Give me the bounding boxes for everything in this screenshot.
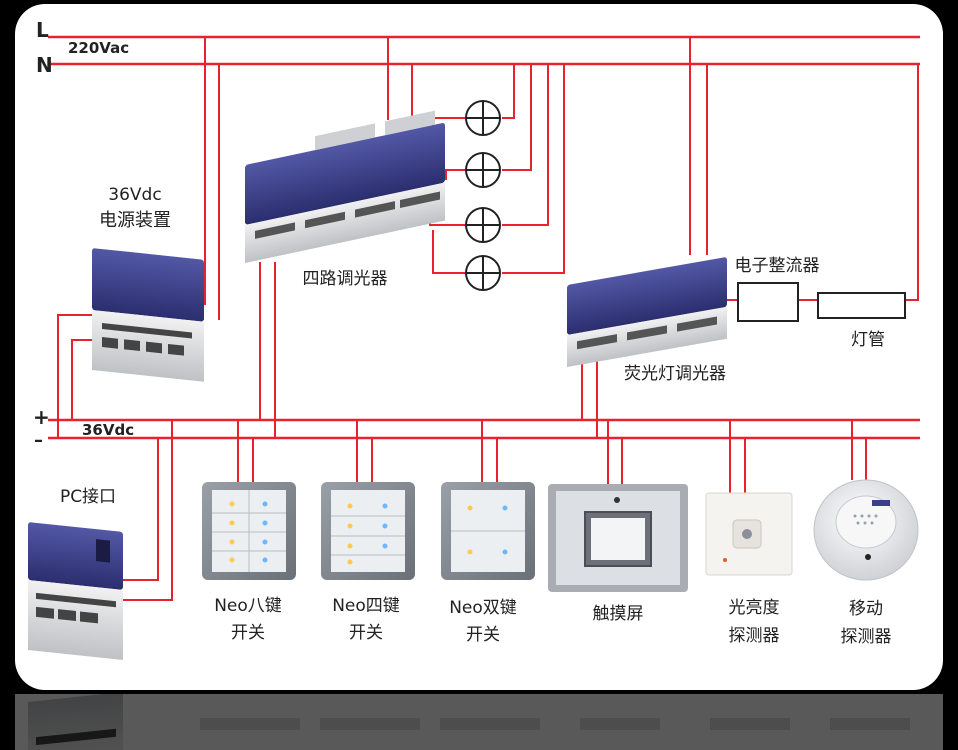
motion-detector-device (813, 479, 919, 581)
dc-minus-label: – (34, 430, 43, 451)
touch-screen-device (548, 484, 688, 592)
neo8-label-line1: Neo八键 (214, 596, 282, 616)
touchscreen-label: 触摸屏 (593, 604, 644, 624)
neo8-label-line2: 开关 (231, 623, 265, 643)
dc-plus-label: + (33, 405, 50, 429)
mains-bus (48, 35, 920, 66)
tube-box (817, 292, 906, 319)
pc-interface-module (28, 522, 123, 660)
lamp-icon (465, 255, 501, 291)
reflection-strip (15, 694, 943, 750)
lamp-icon (465, 100, 501, 136)
four-way-dimmer-module (245, 110, 445, 263)
mains-n-label: N (36, 53, 53, 77)
lamp-icons (465, 100, 501, 291)
tube-label: 灯管 (851, 330, 885, 350)
mains-l-label: L (36, 18, 49, 42)
four-way-dimmer-label: 四路调光器 (303, 269, 388, 289)
diagram-panel: L N 220Vac + – 36Vdc (15, 4, 943, 690)
light-sensor-label-line2: 探测器 (729, 626, 780, 646)
power-supply-label: 电源装置 (99, 210, 171, 231)
power-supply-voltage: 36Vdc (108, 185, 161, 205)
neo4-label-line1: Neo四键 (332, 596, 400, 616)
neo2-label-line1: Neo双键 (449, 598, 517, 618)
dc-bus (48, 418, 920, 440)
ballast-box (737, 282, 799, 322)
neo-four-key-switch (321, 482, 415, 580)
lamp-icon (465, 207, 501, 243)
wiring-diagram: L N 220Vac + – 36Vdc (28, 18, 920, 660)
fluorescent-dimmer-module (567, 257, 727, 367)
lamp-icon (465, 152, 501, 188)
dc-voltage-label: 36Vdc (82, 421, 134, 439)
light-sensor-label-line1: 光亮度 (729, 598, 780, 618)
reflection-graphic (15, 694, 943, 750)
fluorescent-dimmer-label: 荧光灯调光器 (624, 364, 726, 384)
motion-detector-label-line2: 探测器 (841, 627, 892, 647)
pc-interface-label: PC接口 (60, 487, 116, 507)
neo-eight-key-switch (202, 482, 296, 580)
light-sensor-device (705, 492, 793, 576)
neo4-label-line2: 开关 (349, 623, 383, 643)
motion-detector-label-line1: 移动 (849, 599, 883, 619)
power-supply-module (92, 248, 204, 382)
neo-two-key-switch (441, 482, 535, 580)
ballast-label: 电子整流器 (735, 256, 820, 276)
neo2-label-line2: 开关 (466, 625, 500, 645)
mains-voltage-label: 220Vac (68, 39, 129, 57)
device-labels: Neo八键 开关 Neo四键 开关 Neo双键 开关 触摸屏 光亮度 探测器 移… (214, 596, 891, 647)
